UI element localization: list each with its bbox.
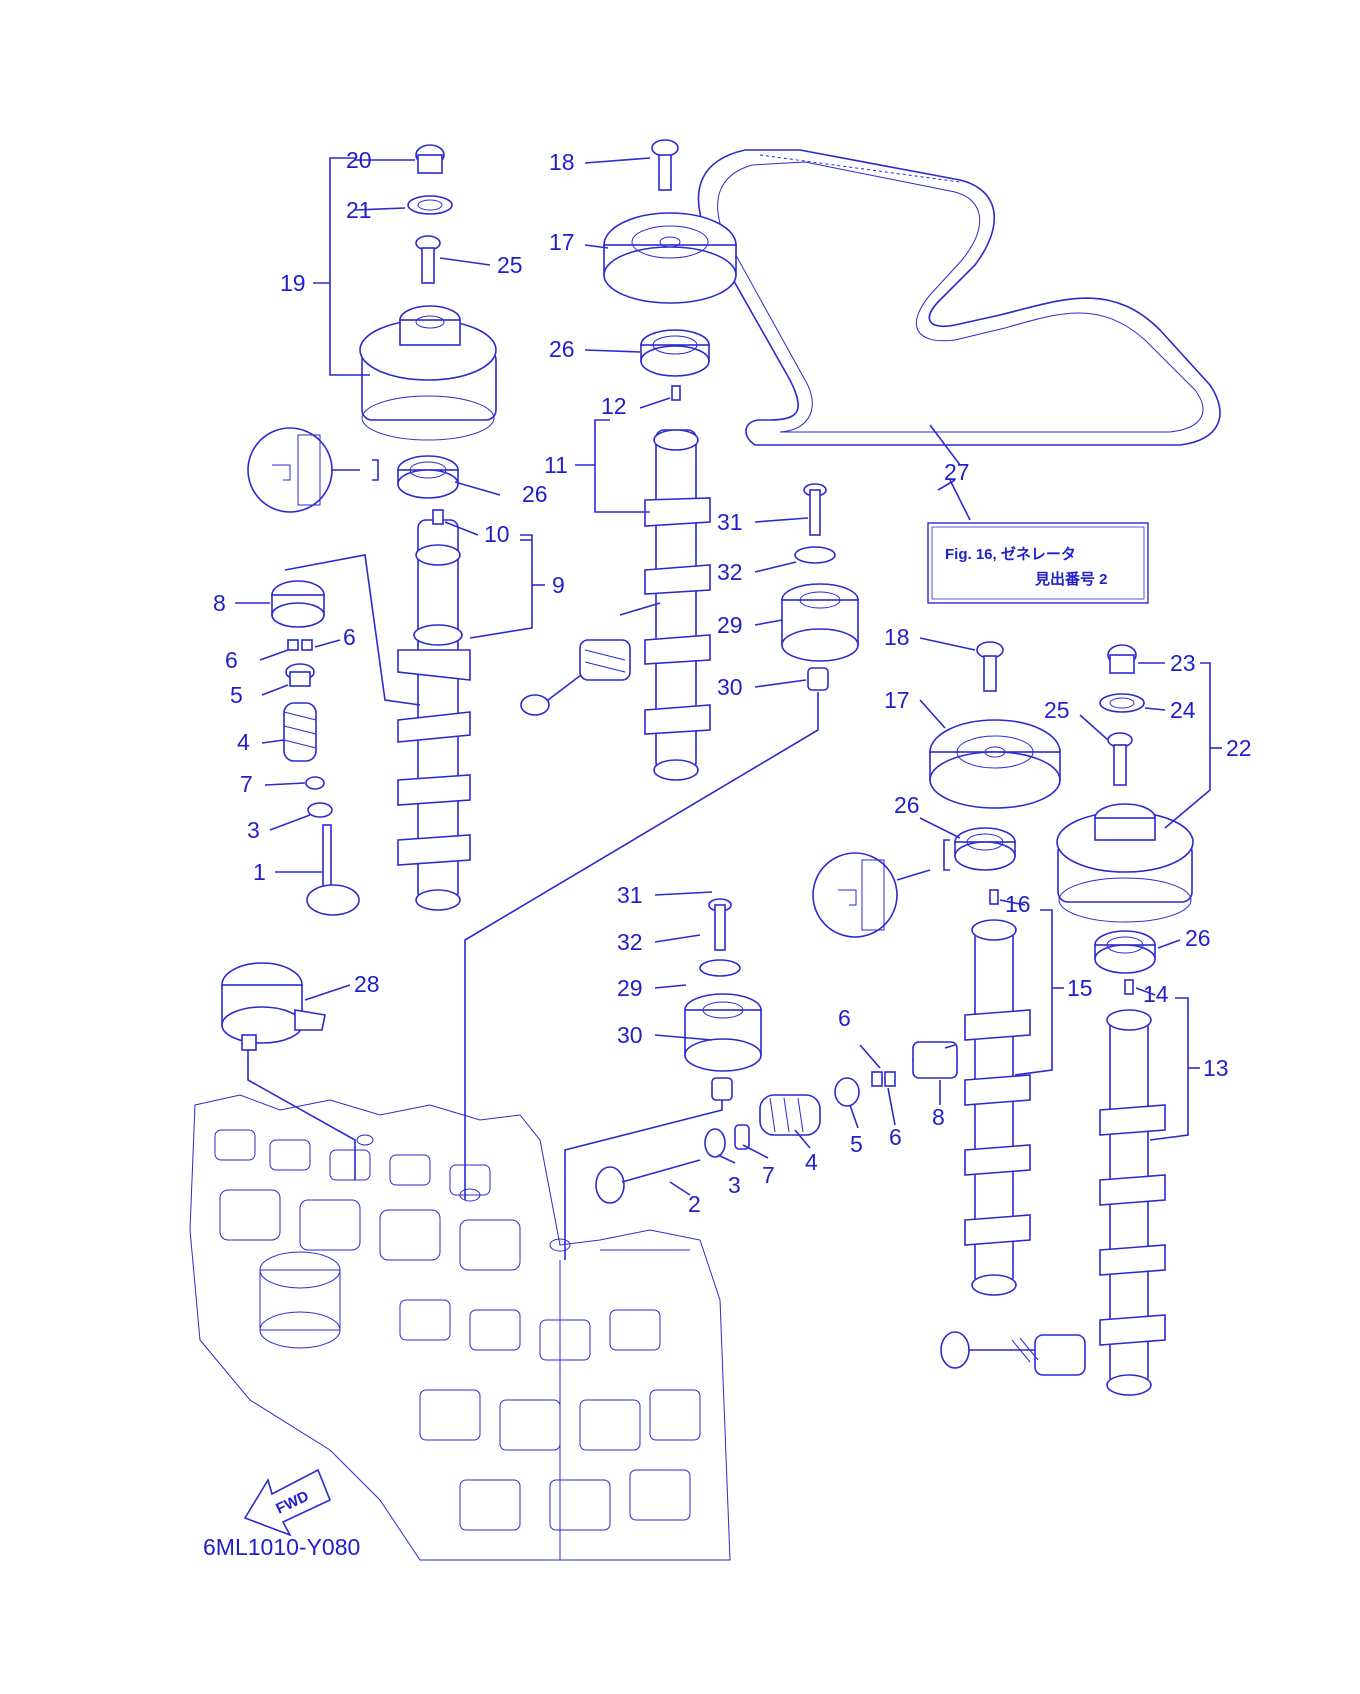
callout-29: 29: [617, 975, 643, 1001]
callout-23: 23: [1170, 650, 1196, 676]
callout-31: 31: [717, 509, 743, 535]
left-variable-cam-sprocket: [359, 144, 497, 441]
callout-15: 15: [1067, 975, 1093, 1001]
callout-18: 18: [549, 149, 575, 175]
center-upper-sprocket-17: [603, 139, 737, 304]
callout-14: 14: [1143, 981, 1169, 1007]
idler-pulley-29-lower: [684, 898, 762, 1101]
callout-7: 7: [762, 1162, 775, 1188]
callout-26: 26: [522, 481, 548, 507]
callout-27: 27: [944, 459, 970, 485]
right-lower-valve-assembly: [940, 1331, 1086, 1376]
callout-5: 5: [850, 1131, 863, 1157]
callout-19: 19: [280, 270, 306, 296]
callout-1: 1: [253, 859, 266, 885]
oil-seal-26-right-lower: [1094, 930, 1156, 974]
callout-3: 3: [728, 1172, 741, 1198]
callout-8: 8: [213, 590, 226, 616]
callout-22: 22: [1226, 735, 1252, 761]
callout-25: 25: [497, 252, 523, 278]
cylinder-head: [189, 1094, 731, 1561]
callout-numbers: 20 21 25 19 18 17 26 12 11 26 10 9 8 6 6…: [213, 147, 1252, 1217]
callout-20: 20: [346, 147, 372, 173]
callout-8: 8: [932, 1104, 945, 1130]
callout-26: 26: [894, 792, 920, 818]
callout-6: 6: [889, 1124, 902, 1150]
sealant-callout-icon-right: [812, 839, 950, 938]
callout-12: 12: [601, 393, 627, 419]
callout-2: 2: [688, 1191, 701, 1217]
callout-26: 26: [549, 336, 575, 362]
reference-box-line2: 見出番号 2: [1034, 570, 1108, 588]
callout-17: 17: [549, 229, 575, 255]
callout-11: 11: [544, 452, 568, 478]
oil-seal-26-center: [640, 329, 710, 377]
callout-16: 16: [1005, 891, 1031, 917]
fwd-arrow: FWD: [243, 1468, 332, 1537]
idler-pulley-29-upper: [781, 483, 859, 691]
reference-box-line1: Fig. 16, ゼネレータ: [945, 545, 1076, 563]
callout-24: 24: [1170, 697, 1196, 723]
tensioner-28: [221, 962, 326, 1051]
center-camshaft-11: [644, 385, 711, 781]
drawing-number: 6ML1010-Y080: [203, 1534, 360, 1560]
right-variable-cam-sprocket: [1056, 644, 1194, 923]
callout-5: 5: [230, 682, 243, 708]
oil-seal-26-right-upper: [954, 827, 1016, 871]
callout-32: 32: [617, 929, 643, 955]
leader-lines: [235, 157, 1222, 1260]
lower-valve-train-parts: [595, 1041, 958, 1204]
left-camshaft-9: [397, 509, 471, 911]
callout-4: 4: [237, 729, 250, 755]
callout-32: 32: [717, 559, 743, 585]
callout-26: 26: [1185, 925, 1211, 951]
right-camshaft-13: [1099, 979, 1166, 1396]
callout-7: 7: [240, 771, 253, 797]
callout-31: 31: [617, 882, 643, 908]
callout-13: 13: [1203, 1055, 1229, 1081]
oil-seal-26-left: [397, 455, 459, 499]
sealant-callout-icon-left: [247, 427, 379, 513]
center-valve-assembly: [520, 639, 631, 716]
reference-box: Fig. 16, ゼネレータ 見出番号 2: [927, 522, 1149, 604]
callout-6: 6: [343, 624, 356, 650]
callout-10: 10: [484, 521, 510, 547]
callout-28: 28: [354, 971, 380, 997]
right-camshaft-15: [964, 889, 1031, 1296]
callout-17: 17: [884, 687, 910, 713]
right-sprocket-17: [929, 641, 1061, 809]
callout-25: 25: [1044, 697, 1070, 723]
callout-9: 9: [552, 572, 565, 598]
callout-30: 30: [717, 674, 743, 700]
callout-21: 21: [346, 197, 372, 223]
callout-30: 30: [617, 1022, 643, 1048]
callout-6: 6: [838, 1005, 851, 1031]
callout-29: 29: [717, 612, 743, 638]
callout-4: 4: [805, 1149, 818, 1175]
callout-6: 6: [225, 647, 238, 673]
callout-18: 18: [884, 624, 910, 650]
callout-3: 3: [247, 817, 260, 843]
left-valve-train-parts: [271, 580, 360, 916]
timing-belt: [697, 149, 1221, 446]
